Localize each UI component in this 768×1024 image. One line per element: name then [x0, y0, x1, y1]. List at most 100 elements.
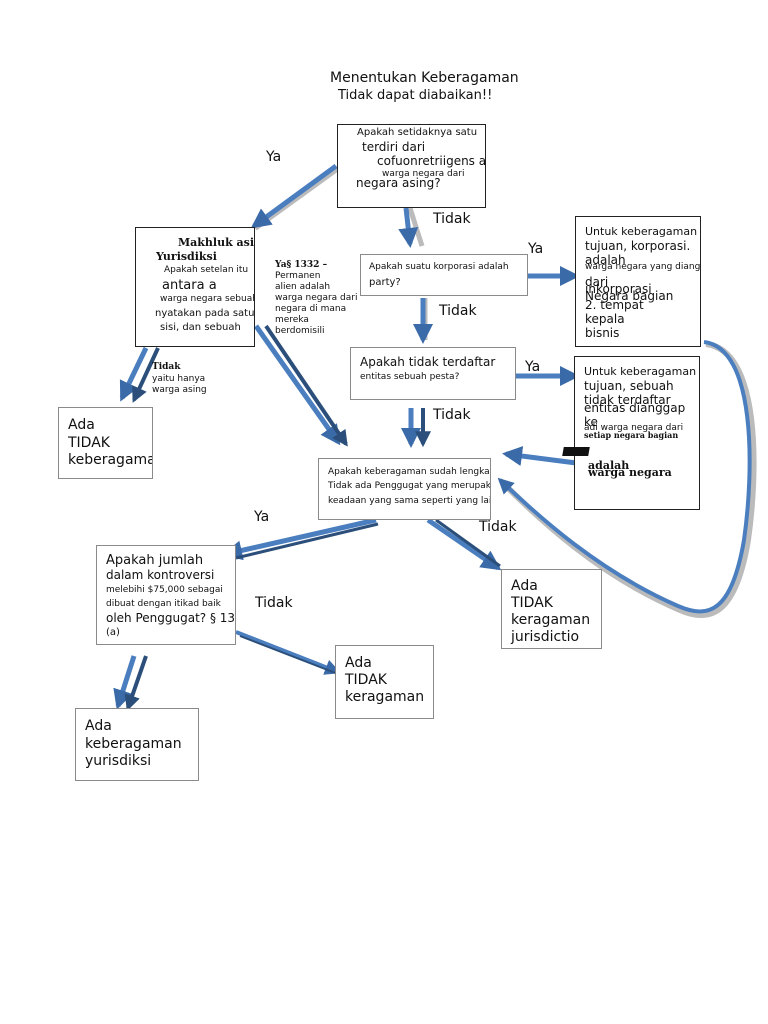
arrow-unincorp-result-to-complete	[502, 446, 585, 467]
label-tidak-corp: Tidak	[439, 303, 477, 319]
alien-jurisdiction-box: Makhluk asing Yurisdiksi Apakah setelan …	[135, 227, 255, 347]
nodivleft-line1: Ada	[68, 417, 95, 433]
qamount-line4: dibuat dengan itikad baik	[106, 599, 221, 609]
result-no-diversity-middle: Ada TIDAK keragaman	[335, 645, 434, 719]
qcomplete-line2: Tidak ada Penggugat yang merupakan warga…	[328, 481, 491, 491]
onlyalien-line1: Tidak	[152, 362, 181, 372]
unincorp-line7: setiap negara bagian	[584, 430, 679, 440]
qamount-line1: Apakah jumlah	[106, 553, 204, 568]
arrow-alien-to-complete	[253, 324, 341, 446]
label-ya-complete: Ya	[254, 509, 270, 525]
q1-line3: cofuonretriigens atau	[377, 154, 486, 168]
corp-line1: Untuk keberagaman	[585, 225, 698, 238]
corporation-result-box: Untuk keberagaman tujuan, korporasi. ada…	[575, 216, 701, 347]
unincorporated-result-box: Untuk keberagaman tujuan, sebuah tidak t…	[574, 356, 700, 510]
nodivright-line1: Ada	[511, 578, 538, 594]
arrow-alien-to-no-diversity	[119, 346, 149, 402]
only-alien-note: Tidak yaitu hanya warga asing	[152, 362, 232, 398]
nodivmid-line1: Ada	[345, 655, 372, 671]
qamount-line5: oleh Penggugat? § 1332	[106, 611, 236, 625]
div-line1: Ada	[85, 718, 112, 734]
nodivmid-line2: TIDAK	[345, 672, 387, 688]
result-diversity-jurisdiction: Ada keberagaman yurisdiksi	[75, 708, 199, 781]
onlyalien-line2: yaitu hanya	[152, 374, 206, 384]
question-amount-in-controversy: Apakah jumlah dalam kontroversi melebihi…	[96, 545, 236, 645]
label-tidak-complete: Tidak	[479, 519, 517, 535]
label-ya-q1: Ya	[266, 149, 282, 165]
div-line3: yurisdiksi	[85, 753, 152, 769]
label-ya-corp: Ya	[528, 241, 544, 257]
alien-line1: Makhluk asing	[178, 236, 255, 249]
note1332-line6: mereka	[275, 315, 309, 325]
result-no-diversity-left: Ada TIDAK keberagaman	[58, 407, 153, 479]
qcorp-line2: party?	[369, 277, 401, 288]
q1-line5: negara asing?	[356, 176, 441, 190]
question-foreign-citizen: Apakah setidaknya satu terdiri dari cofu…	[337, 124, 486, 208]
alien-line2: Yurisdiksi	[156, 250, 217, 263]
corp-line6: inkorporasi	[585, 282, 652, 296]
alien-line5: warga negara sebuah	[160, 294, 255, 304]
label-tidak-unincorp: Tidak	[433, 407, 471, 423]
label-tidak-amount: Tidak	[255, 595, 293, 611]
note1332-line5: negara di mana	[275, 304, 347, 314]
diagram-title: Menentukan Keberagaman	[330, 70, 519, 86]
unincorp-line1: Untuk keberagaman	[584, 365, 697, 378]
unincorp-line8: adalah	[588, 459, 630, 472]
unincorp-line6: adi warga negara dari	[584, 423, 684, 433]
onlyalien-line3: warga asing	[152, 385, 207, 395]
unincorp-line3: tidak terdaftar	[584, 393, 671, 407]
corp-line2: tujuan, korporasi.	[585, 239, 691, 253]
qamount-line6: (a)	[106, 627, 120, 638]
note1332-line7: berdomisili	[275, 326, 325, 336]
unincorp-line9: warga negara	[588, 466, 672, 479]
question-unincorporated-entity: Apakah tidak terdaftar entitas sebuah pe…	[350, 347, 516, 400]
note1332-line1: Ya§ 1332 –	[275, 260, 328, 270]
unincorp-line2: tujuan, sebuah	[584, 379, 674, 393]
alien-line6: nyatakan pada satu	[155, 308, 255, 319]
unincorp-line4: entitas dianggap	[584, 401, 686, 415]
scribble-mark	[562, 447, 590, 456]
nodivleft-line3: keberagaman	[68, 452, 152, 468]
nodivright-line3: keragaman	[511, 612, 591, 628]
diagram-subtitle: Tidak dapat diabaikan!!	[338, 88, 493, 103]
note1332-line2: Permanen	[275, 271, 321, 281]
nodivleft-line2: TIDAK	[68, 435, 110, 451]
corp-line8: 2. tempat	[585, 298, 644, 312]
unincorp-line5: ke	[584, 415, 598, 429]
qunincorp-line1: Apakah tidak terdaftar	[360, 355, 496, 369]
corp-line7: Negara bagian	[585, 289, 674, 303]
note1332-line3: alien adalah	[275, 282, 331, 292]
arrow-complete-to-amount	[222, 517, 377, 561]
note1332-line4: warga negara dari	[275, 293, 358, 303]
alien-line7: sisi, dan sebuah	[160, 322, 241, 333]
div-line2: keberagaman	[85, 736, 182, 752]
nodivmid-line3: keragaman	[345, 689, 425, 705]
nodivright-line2: TIDAK	[511, 595, 553, 611]
corp-line10: bisnis	[585, 326, 620, 340]
qcorp-line1: Apakah suatu korporasi adalah	[369, 262, 509, 272]
qcomplete-line3: keadaan yang sama seperti yang lain	[328, 496, 491, 506]
permanent-alien-note: Ya§ 1332 – Permanen alien adalah warga n…	[275, 260, 375, 344]
q1-line1: Apakah setidaknya satu	[357, 127, 478, 138]
qamount-line2: dalam kontroversi	[106, 568, 215, 582]
q1-line4: warga negara dari	[382, 169, 465, 179]
alien-line3: Apakah setelan itu	[164, 265, 249, 275]
alien-line4: antara a	[162, 278, 217, 293]
arrow-amount-to-no-diversity	[235, 630, 341, 675]
question-corporation: Apakah suatu korporasi adalah party?	[360, 254, 528, 296]
arrow-amount-to-diversity	[113, 655, 137, 710]
corp-line5: dari	[585, 275, 609, 289]
nodivright-line4: jurisdictio	[511, 629, 580, 645]
corp-line3: adalah	[585, 253, 626, 267]
qunincorp-line2: entitas sebuah pesta?	[360, 372, 460, 382]
label-tidak-q1: Tidak	[433, 211, 471, 227]
corp-line4: warga negara yang dianggap	[585, 262, 701, 272]
qamount-line3: melebihi $75,000 sebagai	[106, 585, 223, 595]
label-ya-unincorp: Ya	[525, 359, 541, 375]
result-no-diversity-right: Ada TIDAK keragaman jurisdictio	[501, 569, 602, 649]
qcomplete-line1: Apakah keberagaman sudah lengkap?	[328, 467, 491, 477]
corp-line9: kepala	[585, 312, 625, 326]
arrow-complete-to-no-diversity	[426, 517, 502, 571]
